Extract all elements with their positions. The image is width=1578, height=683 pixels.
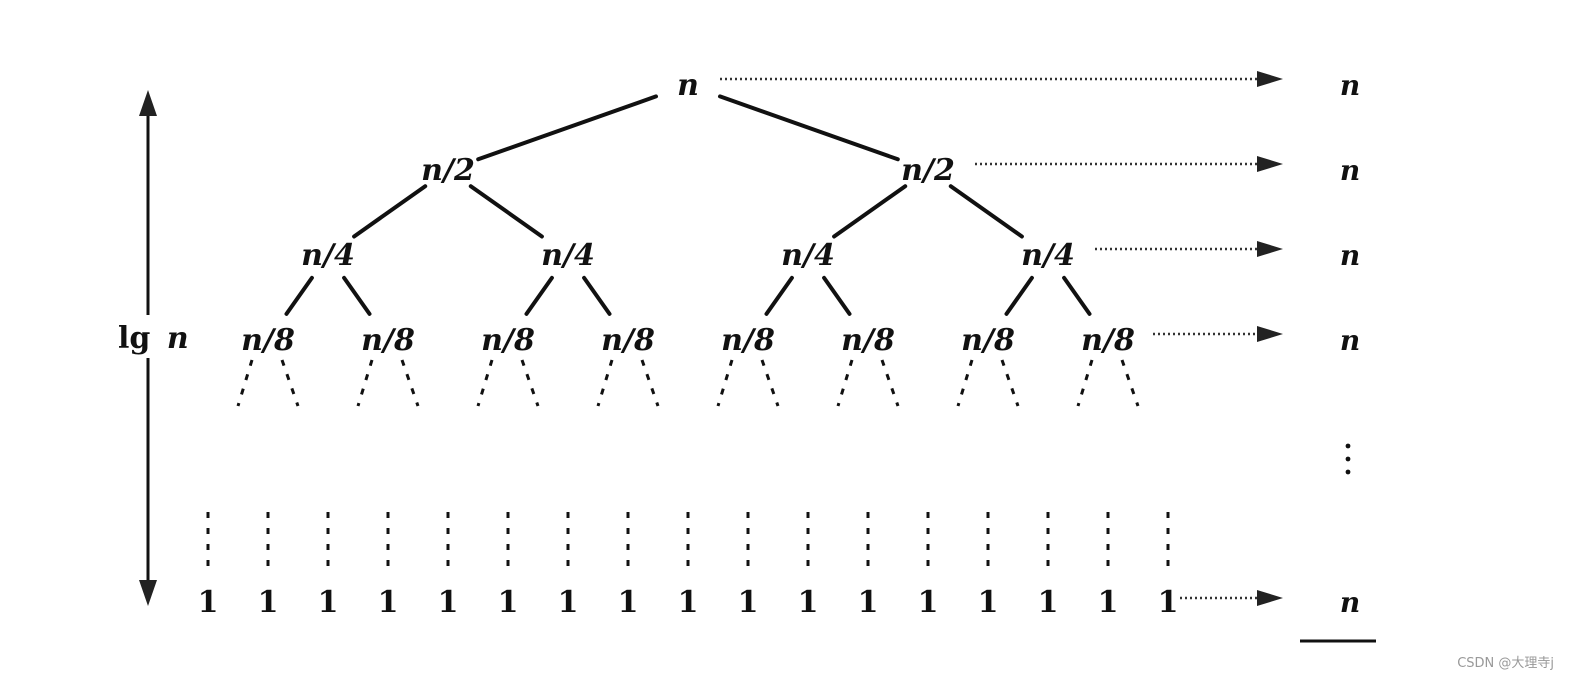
tree-dashed-edge-right <box>640 359 660 407</box>
tree-edge <box>822 275 852 316</box>
tree-leaf: 1 <box>258 585 279 620</box>
tree-leaf: 1 <box>378 585 399 620</box>
tree-leaf: 1 <box>1158 585 1179 620</box>
tree-node: n/8 <box>361 323 415 358</box>
height-label: lg n <box>118 321 189 356</box>
tree-edge <box>582 275 612 316</box>
tree-node: n/8 <box>841 323 895 358</box>
tree-edge <box>1004 275 1034 316</box>
tree-node: n/2 <box>421 153 475 188</box>
height-arrow-up-icon <box>139 90 157 116</box>
tree-edge <box>764 275 794 316</box>
tree-dashed-edge-left <box>236 359 254 407</box>
arrow-right-icon <box>1257 241 1283 257</box>
tree-dashed-edge-left <box>1076 359 1094 407</box>
tree-leaf: 1 <box>318 585 339 620</box>
tree-dashed-edge-left <box>716 359 734 407</box>
tree-node: n/8 <box>961 323 1015 358</box>
tree-edges <box>284 94 1092 316</box>
tree-leaf: 1 <box>618 585 639 620</box>
arrow-right-icon <box>1257 71 1283 87</box>
arrow-right-icon <box>1257 326 1283 342</box>
tree-edge <box>1062 275 1092 316</box>
tree-dashed-edge-right <box>520 359 540 407</box>
tree-leaf: 1 <box>1098 585 1119 620</box>
tree-dashed-edge-left <box>356 359 374 407</box>
tree-dashed-edge-left <box>836 359 854 407</box>
tree-edge <box>718 94 900 162</box>
tree-edge <box>468 184 544 239</box>
row-cost-arrows <box>720 71 1283 606</box>
tree-nodes: n n/2 n/2 n/4 n/4 n/4 n/4 n/8 n/8 n/8 n/8 n/8 n/8 n/8… <box>241 68 1135 358</box>
tree-edge <box>284 275 314 316</box>
height-arrow-down-icon <box>139 580 157 606</box>
tree-edge <box>476 94 658 162</box>
height-label-var: n <box>167 321 189 356</box>
vertical-ellipsis-icon <box>1345 443 1351 475</box>
tree-node: n/4 <box>301 238 355 273</box>
row-cost: n <box>1340 586 1360 619</box>
tree-dashed-edge-right <box>400 359 420 407</box>
tree-leaf: 1 <box>918 585 939 620</box>
tree-dashed-edge-left <box>956 359 974 407</box>
tree-node: n/8 <box>721 323 775 358</box>
row-cost: n <box>1340 154 1360 187</box>
row-cost: n <box>1340 324 1360 357</box>
tree-edge <box>524 275 554 316</box>
tree-node: n/8 <box>241 323 295 358</box>
tree-leaf: 1 <box>198 585 219 620</box>
tree-dashed-edge-right <box>1000 359 1020 407</box>
height-label-prefix: lg <box>118 321 150 356</box>
tree-node: n/4 <box>541 238 595 273</box>
tree-edge <box>342 275 372 316</box>
tree-dashed-edge-right <box>1120 359 1140 407</box>
tree-dashed-edge-right <box>280 359 300 407</box>
tree-node: n/8 <box>1081 323 1135 358</box>
arrow-right-icon <box>1257 590 1283 606</box>
tree-node: n/4 <box>1021 238 1075 273</box>
tree-edge <box>352 184 428 239</box>
row-cost: n <box>1340 239 1360 272</box>
tree-leaf: 1 <box>798 585 819 620</box>
tree-edge <box>832 184 908 239</box>
tree-node: n/4 <box>781 238 835 273</box>
tree-node: n/8 <box>481 323 535 358</box>
tree-node: n <box>677 68 699 103</box>
tree-node: n/8 <box>601 323 655 358</box>
tree-dashed-edges <box>236 359 1140 407</box>
tree-node: n/2 <box>901 153 955 188</box>
tree-leaf: 1 <box>858 585 879 620</box>
tree-dashed-edge-left <box>476 359 494 407</box>
arrow-right-icon <box>1257 156 1283 172</box>
tree-dashed-edge-right <box>760 359 780 407</box>
tree-leaf: 1 <box>438 585 459 620</box>
tree-leaf: 1 <box>738 585 759 620</box>
watermark: CSDN @大理寺j <box>1457 656 1554 671</box>
tree-leaf: 1 <box>498 585 519 620</box>
tree-dashed-edge-left <box>596 359 614 407</box>
tree-leaf: 1 <box>678 585 699 620</box>
row-costs: n n n n n <box>1340 69 1360 619</box>
height-indicator: lg n <box>118 90 189 606</box>
tree-leaves: 1 1 1 1 1 1 1 1 1 1 1 1 1 1 1 1 1 <box>198 585 1179 620</box>
row-cost: n <box>1340 69 1360 102</box>
tree-dashed-edge-right <box>880 359 900 407</box>
tree-edge <box>948 184 1024 239</box>
leaf-dashed-links <box>206 512 1170 570</box>
tree-leaf: 1 <box>558 585 579 620</box>
tree-leaf: 1 <box>978 585 999 620</box>
tree-leaf: 1 <box>1038 585 1059 620</box>
